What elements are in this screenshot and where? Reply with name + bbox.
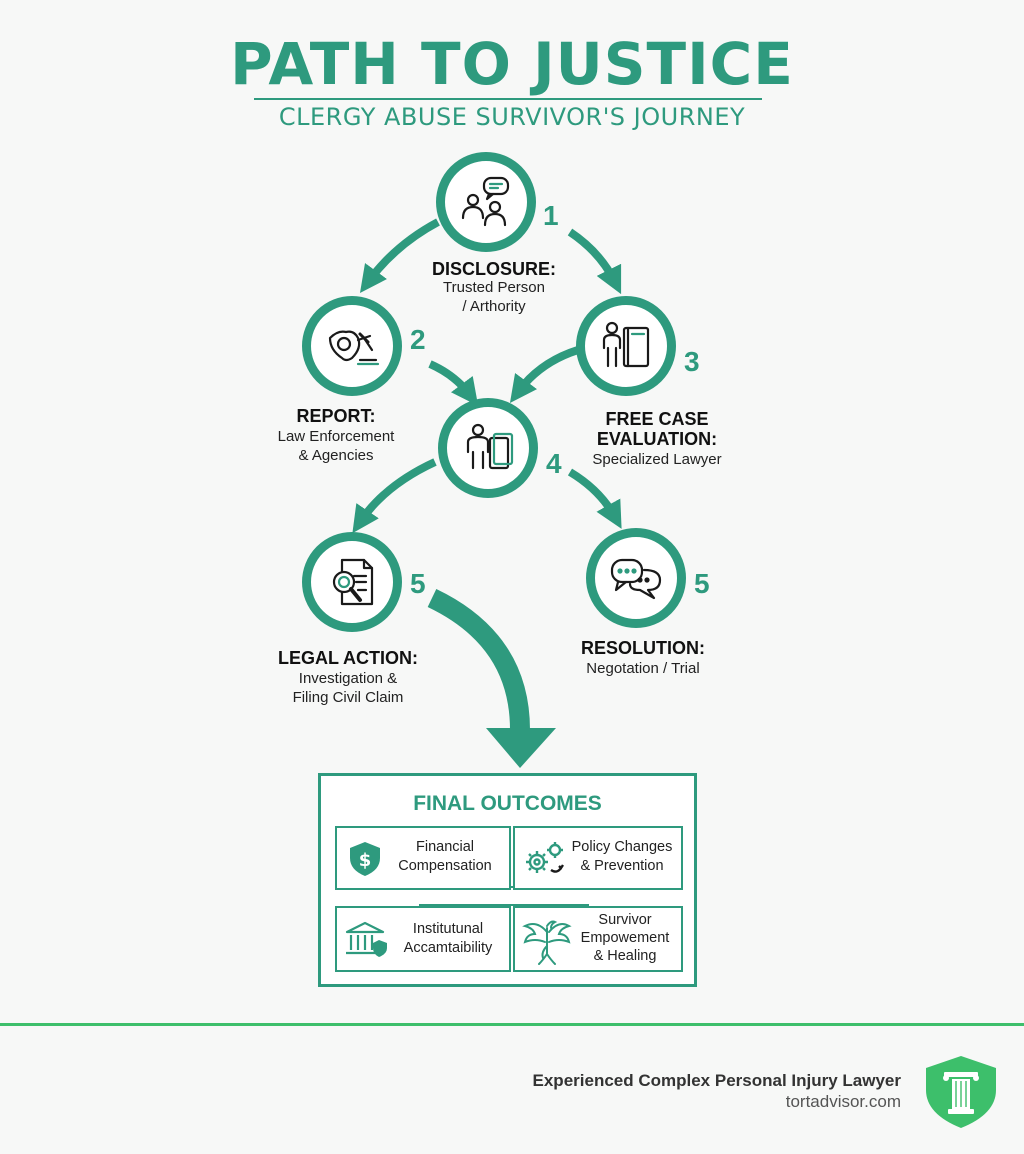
badge-gavel-icon	[328, 330, 380, 366]
phoenix-icon	[522, 920, 572, 965]
step-4-number: 4	[546, 448, 562, 479]
step-2-title: REPORT:	[296, 406, 376, 426]
step-1-number: 1	[543, 200, 559, 231]
step-5-legal-node	[302, 532, 402, 632]
outcome-card-accountability: Institutunal Accamtaibility	[335, 906, 511, 972]
arrow-1-to-2	[359, 218, 440, 293]
chat-bubbles-icon	[610, 558, 662, 600]
step-3-number: 3	[684, 346, 700, 377]
arrow-4-to-5	[352, 458, 437, 534]
people-speech-icon	[461, 176, 510, 227]
step-3-title-line-2: EVALUATION:	[596, 429, 718, 449]
step-2-number: 2	[410, 324, 426, 355]
arrow-4-to-resolution	[567, 468, 622, 529]
document-magnifier-icon	[332, 558, 374, 606]
flow-arrows	[352, 218, 622, 768]
page-title: PATH TO JUSTICE	[230, 30, 794, 98]
dollar-shield-icon: $	[350, 842, 380, 876]
svg-text:$: $	[359, 850, 372, 871]
step-1-title: DISCLOSURE:	[431, 259, 556, 279]
step-5-resolution-number: 5	[694, 568, 710, 599]
gears-icon	[526, 842, 564, 873]
page-subtitle: CLERGY ABUSE SURVIVOR'S JOURNEY	[278, 103, 746, 131]
step-5-legal-title: LEGAL ACTION:	[278, 648, 418, 668]
arrow-to-outcomes	[427, 588, 530, 731]
outcome-accountability-line-2: Accamtaibility	[403, 940, 493, 956]
arrow-2-to-4	[428, 360, 479, 406]
outcome-card-financial: $ Financial Compensation	[335, 826, 511, 890]
step-5-resolution-node	[586, 528, 686, 628]
footer-site-link[interactable]: tortadvisor.com	[785, 1092, 901, 1111]
outcome-accountability-line-1: Institutunal	[412, 921, 484, 937]
outcome-financial-line-1: Financial	[415, 839, 475, 855]
step-2-line-2: & Agencies	[298, 447, 374, 464]
step-3-line-1: Specialized Lawyer	[592, 451, 722, 468]
step-5-legal-line-1: Investigation &	[298, 670, 398, 687]
outcome-empowerment-line-1: Survivor	[598, 912, 652, 928]
arrow-3-to-4	[509, 346, 580, 403]
person-document-icon	[466, 423, 514, 470]
final-outcomes-title: FINAL OUTCOMES	[413, 792, 602, 815]
outcome-policy-line-1: Policy Changes	[571, 839, 673, 855]
step-5-legal-line-2: Filing Civil Claim	[292, 689, 404, 706]
outcome-financial-line-2: Compensation	[398, 858, 492, 874]
step-5-resolution-line-1: Negotation / Trial	[586, 660, 700, 677]
outcome-card-policy: Policy Changes & Prevention	[513, 826, 683, 890]
final-outcomes-panel: FINAL OUTCOMES $ Financial Compensation …	[318, 773, 697, 987]
pillar-shield-icon	[926, 1056, 996, 1128]
step-5-resolution-title: RESOLUTION:	[581, 638, 705, 658]
step-1-line-2: / Arthority	[462, 298, 526, 315]
outcome-policy-line-2: & Prevention	[580, 858, 664, 874]
lawyer-book-icon	[602, 321, 650, 368]
step-3-node	[576, 296, 676, 396]
outcome-card-empowerment: Survivor Empowement & Healing	[513, 906, 683, 972]
step-1-line-1: Trusted Person	[443, 279, 545, 296]
arrow-1-to-3	[567, 228, 622, 295]
step-3-title-line-1: FREE CASE	[605, 409, 709, 429]
outcome-empowerment-line-2: Empowement	[580, 930, 670, 946]
step-1-node	[436, 152, 536, 252]
step-4-node	[438, 398, 538, 498]
footer-tagline: Experienced Complex Personal Injury Lawy…	[532, 1071, 901, 1090]
step-2-line-1: Law Enforcement	[277, 428, 395, 445]
step-2-node	[302, 296, 402, 396]
title-divider	[254, 98, 762, 100]
institution-shield-icon	[345, 921, 387, 957]
arrow-to-outcomes-head	[486, 728, 556, 768]
outcome-empowerment-line-3: & Healing	[593, 948, 657, 964]
step-5-legal-number: 5	[410, 568, 426, 599]
footer-divider	[0, 1023, 1024, 1026]
